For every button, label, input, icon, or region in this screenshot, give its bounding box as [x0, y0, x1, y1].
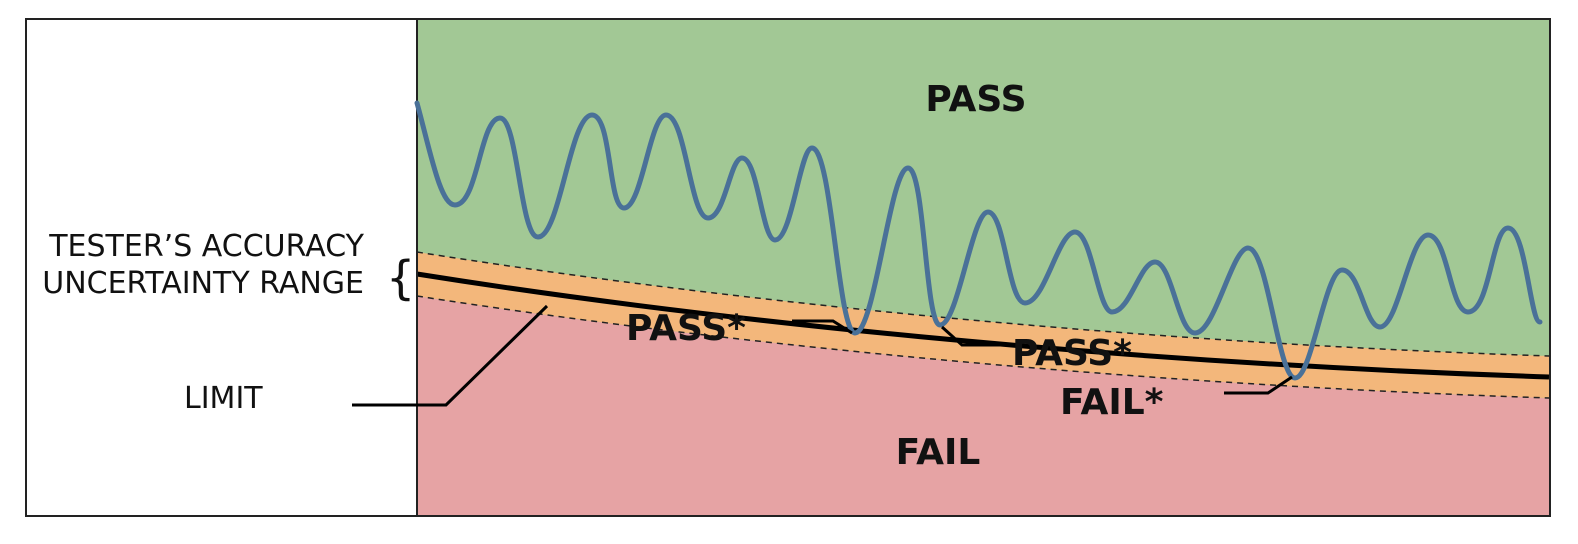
pass-star-2-leader — [940, 325, 1000, 347]
limit-line — [416, 271, 1550, 380]
accuracy-brace: { — [386, 251, 415, 305]
fail-star-leader — [1224, 375, 1293, 395]
fail-star-label: FAIL* — [1060, 382, 1164, 423]
pass-label: PASS — [925, 79, 1026, 120]
signal-wave — [414, 100, 1543, 381]
accuracy-label-line2: UNCERTAINTY RANGE — [42, 266, 364, 301]
limit-label: LIMIT — [184, 381, 263, 416]
uncertainty-lower-edge — [416, 295, 1550, 399]
fail-region — [417, 296, 1549, 515]
uncertainty-upper-edge — [416, 251, 1550, 357]
pass-star-1-leader — [792, 319, 853, 335]
pass-star-label-1: PASS* — [626, 308, 746, 349]
fail-label: FAIL — [896, 432, 981, 473]
pass-star-label-2: PASS* — [1012, 333, 1132, 374]
accuracy-label-line1: TESTER’S ACCURACY — [48, 229, 364, 264]
limit-leader — [352, 304, 549, 407]
